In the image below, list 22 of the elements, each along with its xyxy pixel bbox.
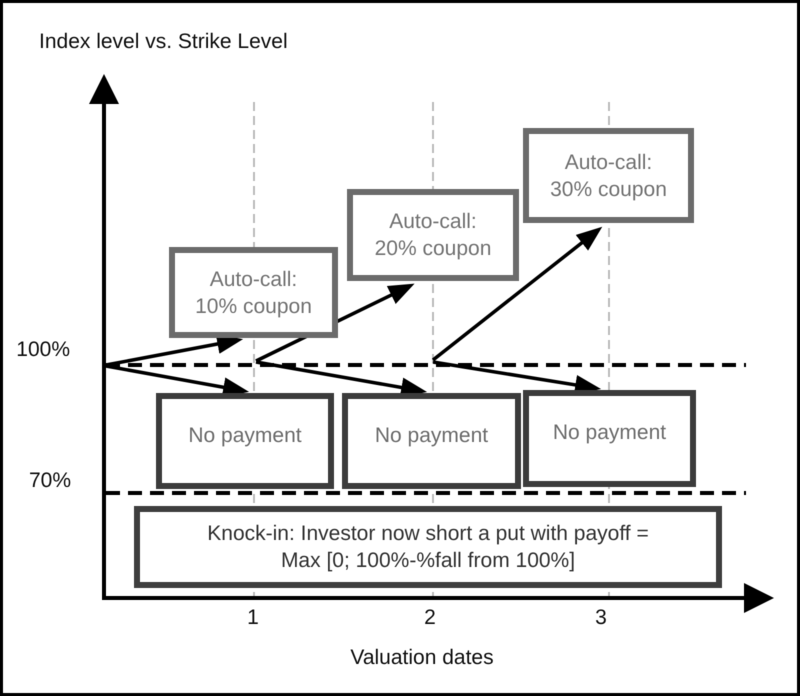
no-payment-text: No payment xyxy=(374,422,488,448)
autocall-text: Auto-call: 20% coupon xyxy=(374,209,492,262)
no-payment-box xyxy=(523,390,696,487)
knock-in-box xyxy=(134,506,722,588)
autocall-box xyxy=(347,189,519,281)
tick-label: 2 xyxy=(424,606,436,630)
arrow xyxy=(432,226,602,362)
knock-in-text: Knock-in: Investor now short a put with payoff = Max [0; 100%-%fall from 100%] xyxy=(206,521,650,574)
autocall-text: Auto-call: 10% coupon xyxy=(194,266,313,320)
autocall-text: Auto-call: 30% coupon xyxy=(549,150,668,202)
no-payment-box xyxy=(156,393,334,489)
level-label: 100% xyxy=(16,338,70,362)
no-payment-box xyxy=(342,393,521,489)
level-label: 70% xyxy=(28,469,71,493)
no-payment-text: No payment xyxy=(552,420,666,446)
autocall-box xyxy=(169,247,338,338)
tick-label: 3 xyxy=(595,606,607,630)
no-payment-text: No payment xyxy=(188,422,302,448)
y-axis-title: Index level vs. Strike Level xyxy=(39,30,288,54)
autocall-box xyxy=(523,128,694,223)
x-axis-title: Valuation dates xyxy=(350,646,494,670)
tick-label: 1 xyxy=(247,606,259,630)
